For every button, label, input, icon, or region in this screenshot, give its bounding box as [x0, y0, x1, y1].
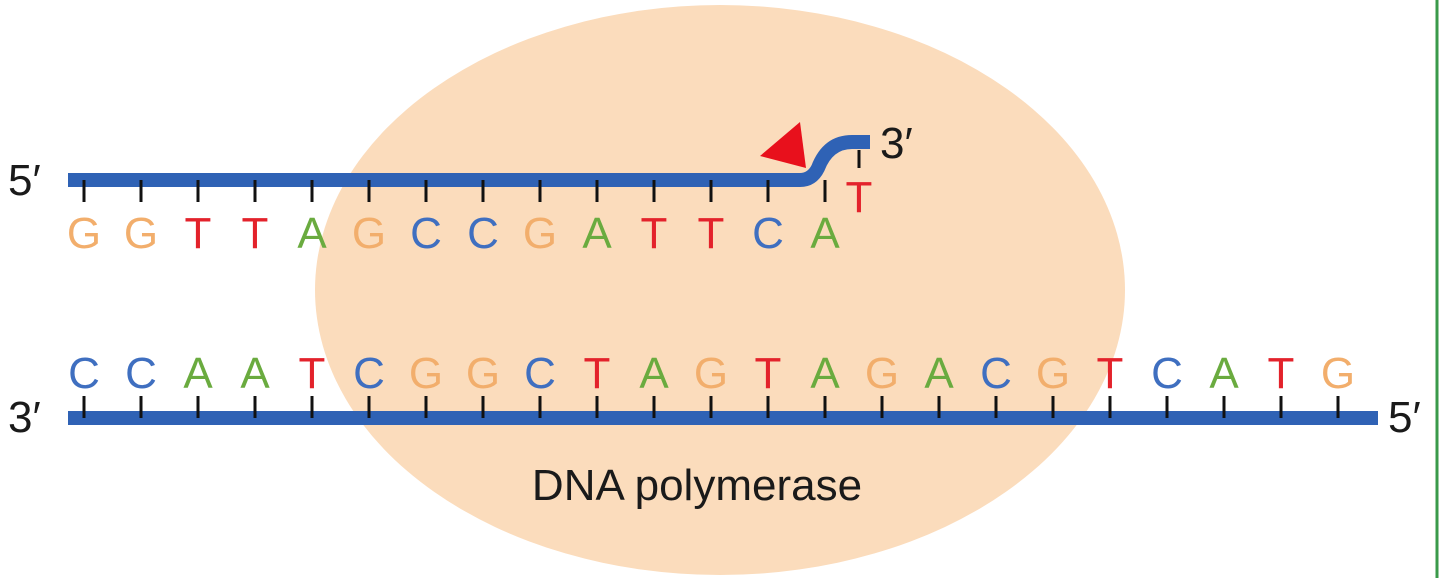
bottom-base-letter: G	[865, 349, 899, 398]
synthesis-direction-arrow	[760, 122, 806, 168]
bottom-base-letter: T	[299, 349, 326, 398]
bottom-3prime-label: 3′	[8, 393, 41, 442]
top-base-letter: T	[242, 209, 269, 258]
new-base-letter: T	[846, 173, 873, 222]
top-base-letter: G	[67, 209, 101, 258]
bottom-base-letter: A	[639, 349, 669, 398]
bottom-base-letter: A	[240, 349, 270, 398]
top-5prime-label: 5′	[8, 156, 41, 205]
bottom-base-letter: T	[584, 349, 611, 398]
bottom-base-letter: C	[125, 349, 157, 398]
top-base-letter: T	[185, 209, 212, 258]
bottom-base-letter: A	[810, 349, 840, 398]
dna-polymerase-enzyme	[315, 5, 1125, 575]
bottom-base-letter: C	[980, 349, 1012, 398]
top-base-letter: G	[352, 209, 386, 258]
bottom-base-letter: C	[353, 349, 385, 398]
top-base-letter: A	[810, 209, 840, 258]
strand-end-labels: 5′ 3′ 3′ 5′	[8, 119, 1421, 442]
top-base-letter: C	[467, 209, 499, 258]
bottom-5prime-label: 5′	[1388, 393, 1421, 442]
bottom-base-letter: A	[924, 349, 954, 398]
bottom-base-letter: T	[1268, 349, 1295, 398]
top-base-letter: T	[641, 209, 668, 258]
bottom-base-letter: A	[183, 349, 213, 398]
top-base-letter: T	[698, 209, 725, 258]
bottom-base-letter: C	[68, 349, 100, 398]
top-3prime-label: 3′	[880, 119, 913, 168]
bottom-base-letter: G	[1036, 349, 1070, 398]
bottom-base-letter: A	[1209, 349, 1239, 398]
bottom-base-letter: G	[1321, 349, 1355, 398]
top-base-letter: C	[752, 209, 784, 258]
top-backbone	[68, 135, 870, 187]
bottom-base-letter: G	[694, 349, 728, 398]
bottom-base-letter: C	[1151, 349, 1183, 398]
bottom-base-letter: T	[755, 349, 782, 398]
bottom-base-letter: G	[466, 349, 500, 398]
top-base-letter: A	[582, 209, 612, 258]
top-base-letter: A	[297, 209, 327, 258]
bottom-base-letter: T	[1097, 349, 1124, 398]
top-base-letter: C	[410, 209, 442, 258]
bottom-base-letter: G	[409, 349, 443, 398]
top-base-letter: G	[124, 209, 158, 258]
bottom-base-letter: C	[524, 349, 556, 398]
enzyme-label: DNA polymerase	[532, 461, 862, 510]
top-base-letter: G	[523, 209, 557, 258]
